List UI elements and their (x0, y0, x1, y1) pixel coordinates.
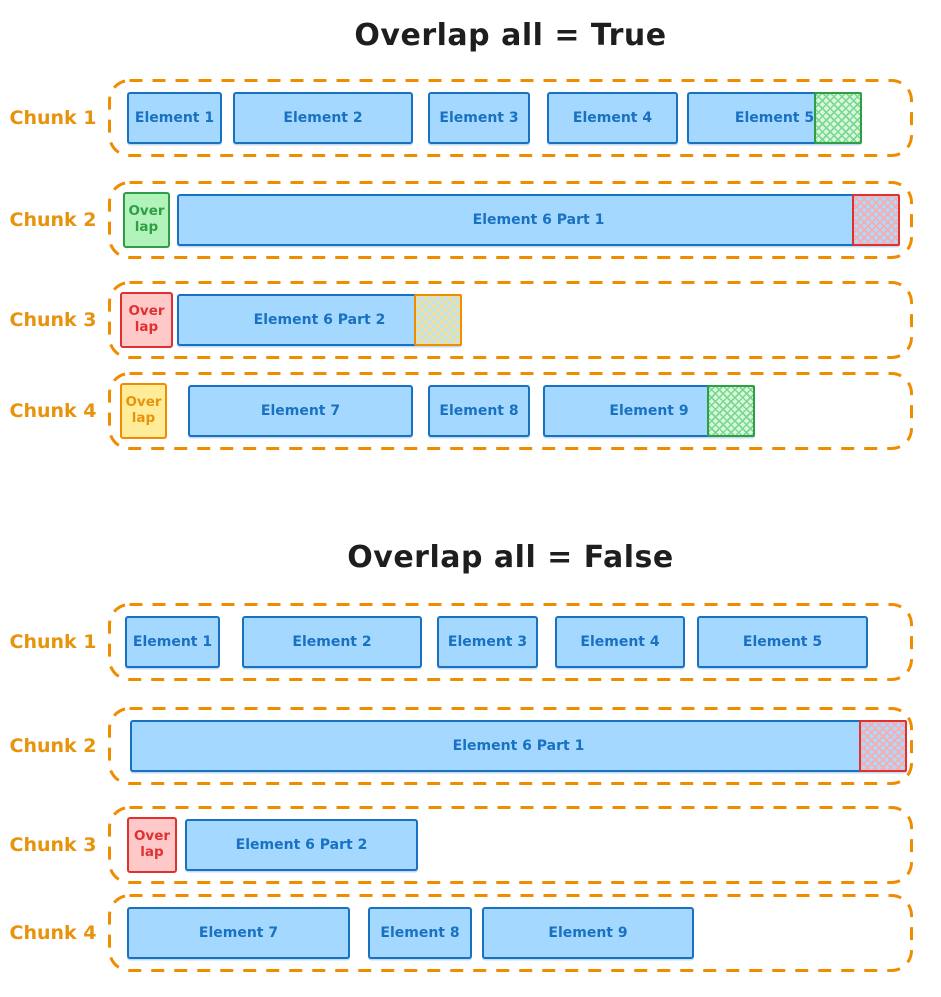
chunk-label: Chunk 3 (9, 309, 97, 331)
section-title: Overlap all = True (354, 18, 667, 53)
chunk-box: Element 1 Element 2 Element 3 Element 4 Elem… (108, 603, 913, 681)
chunk-box: Element 6 Part 1 (108, 707, 913, 785)
element-box: Element 6 Part 2 (177, 294, 462, 346)
section-title: Overlap all = False (347, 540, 674, 575)
overlap-label-line2: lap (134, 219, 159, 235)
overlap-hatch-green (707, 385, 755, 437)
overlap-hatch-green (814, 92, 862, 144)
chunk-box: Element 1 Element 2 Element 3 Element 4 Elem… (108, 79, 913, 157)
overlap-label-line1: Over (128, 203, 165, 220)
element-label: Element 4 (572, 110, 653, 126)
element-box: Element 7 (127, 907, 350, 959)
element-label: Element 2 (292, 634, 372, 650)
element-label: Element 3 (439, 110, 519, 126)
element-box: Element 4 (555, 616, 685, 668)
overlap-label-line1: Over (128, 303, 165, 320)
chunk-label: Chunk 2 (9, 209, 97, 231)
element-box: Element 6 Part 1 (177, 194, 900, 246)
chunk-label: Chunk 1 (9, 631, 97, 653)
element-box: Element 9 (543, 385, 755, 437)
element-label: Element 8 (380, 925, 460, 941)
element-box: Element 2 (242, 616, 422, 668)
element-label: Element 5 (742, 634, 823, 650)
element-box: Element 8 (368, 907, 472, 959)
element-label: Element 5 (734, 110, 815, 126)
element-label: Element 4 (580, 634, 660, 650)
element-label: Element 1 (134, 110, 215, 126)
overlap-label-line1: Over (125, 394, 162, 411)
element-label: Element 6 Part 1 (452, 738, 585, 754)
element-label: Element 2 (283, 110, 363, 126)
overlap-label-line2: lap (131, 410, 156, 426)
overlap-label-line2: lap (140, 844, 164, 860)
element-label: Element 6 Part 1 (472, 212, 605, 228)
element-box: Element 4 (547, 92, 678, 144)
chunk-label: Chunk 1 (9, 107, 97, 129)
element-box: Element 2 (233, 92, 413, 144)
chunk-label: Chunk 2 (9, 735, 97, 757)
element-label: Element 6 Part 2 (235, 837, 368, 853)
overlap-label-line1: Over (133, 828, 171, 845)
chunk-label: Chunk 3 (9, 834, 97, 856)
element-label: Element 1 (132, 634, 213, 650)
element-label: Element 6 Part 2 (253, 312, 386, 328)
element-box: Element 7 (188, 385, 413, 437)
element-label: Element 8 (439, 403, 519, 419)
element-label: Element 9 (609, 403, 689, 419)
element-box: Element 5 (687, 92, 862, 144)
element-box: Element 3 (428, 92, 530, 144)
chunk-label: Chunk 4 (9, 922, 97, 944)
element-label: Element 7 (198, 925, 279, 941)
element-box: Element 3 (437, 616, 538, 668)
overlap-hatch-yellow (414, 294, 462, 346)
element-label: Element 7 (260, 403, 341, 419)
element-box: Element 1 (125, 616, 220, 668)
element-box: Element 5 (697, 616, 868, 668)
element-box: Element 6 Part 2 (185, 819, 418, 871)
element-label: Element 3 (447, 634, 528, 650)
element-box: Element 6 Part 1 (130, 720, 907, 772)
chunk-label: Chunk 4 (9, 400, 97, 422)
overlap-hatch-red (859, 720, 907, 772)
overlap-hatch-red (852, 194, 900, 246)
chunk-row-chunk-2: Chunk 2 Element 6 Part 1 (0, 707, 941, 785)
element-box: Element 9 (482, 907, 694, 959)
element-box: Element 1 (127, 92, 222, 144)
chunk-box: Element 7 Element 8 Element 9 (108, 894, 913, 972)
element-box: Element 8 (428, 385, 530, 437)
element-label: Element 9 (548, 925, 628, 941)
overlap-label-line2: lap (134, 319, 159, 335)
chunk-row-chunk-4: Chunk 4 Element 7 Element 8 Element 9 (0, 894, 941, 972)
